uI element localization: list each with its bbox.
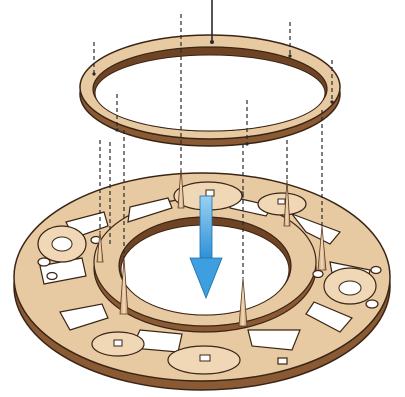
upper-ring [80,35,340,146]
upper-ring-hole [95,55,325,131]
